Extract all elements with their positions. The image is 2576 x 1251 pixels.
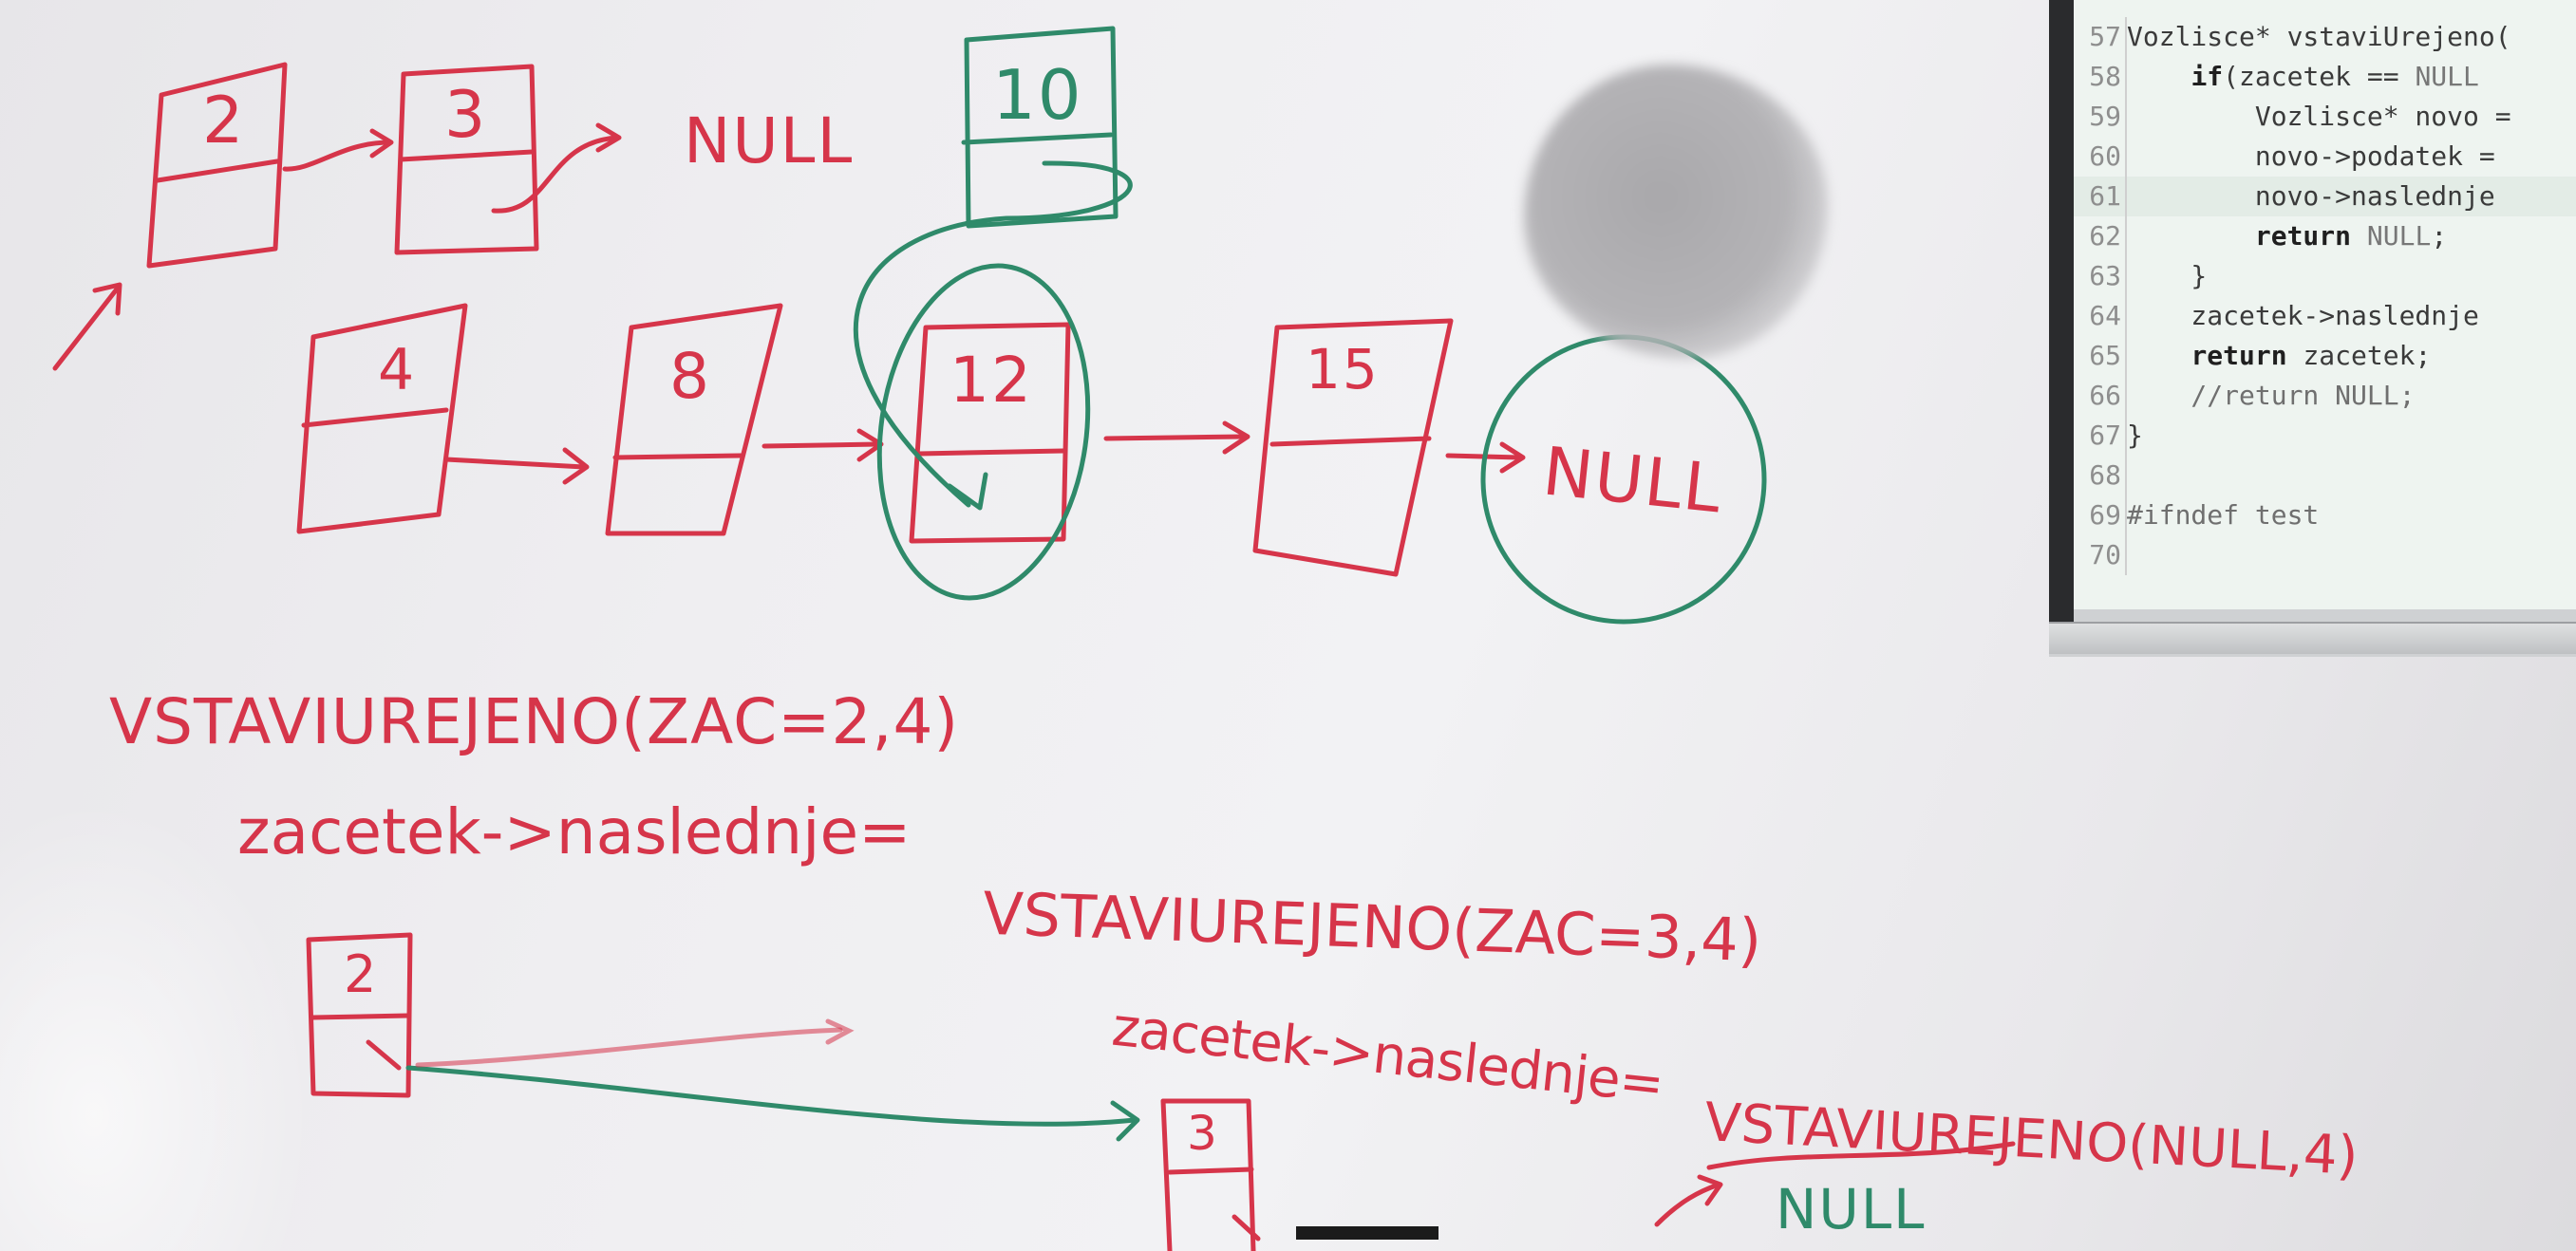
line-number: 61 <box>2074 177 2127 216</box>
line-number: 65 <box>2074 336 2127 376</box>
code-token: novo->naslednje <box>2127 180 2495 212</box>
code-token: zacetek->naslednje <box>2127 300 2479 331</box>
code-token: } <box>2127 260 2208 291</box>
node-box-15 <box>1252 318 1454 577</box>
code-line: 66 //return NULL; <box>2074 376 2576 416</box>
line-number: 68 <box>2074 456 2127 495</box>
code-token: if <box>2191 61 2224 92</box>
node-box-3-top <box>394 64 539 255</box>
code-token: Vozlisce* novo = <box>2127 101 2511 132</box>
null-label-top: NULL <box>684 104 855 177</box>
code-line: 61 novo->naslednje <box>2074 177 2576 216</box>
code-line: 63 } <box>2074 256 2576 296</box>
small-node-label-3: 3 <box>1187 1106 1219 1161</box>
node-label-12: 12 <box>950 344 1033 417</box>
code-token <box>2127 61 2191 92</box>
screen-frame <box>2049 0 2074 645</box>
blurred-object <box>1524 65 1828 359</box>
code-line: 64 zacetek->naslednje <box>2074 296 2576 336</box>
node-box-8 <box>605 303 783 536</box>
line-number: 67 <box>2074 416 2127 456</box>
code-token: #ifndef test <box>2127 499 2320 531</box>
line-number: 69 <box>2074 495 2127 535</box>
line-number: 66 <box>2074 376 2127 416</box>
line-number: 63 <box>2074 256 2127 296</box>
code-line: 62 return NULL; <box>2074 216 2576 256</box>
code-line: 65 return zacetek; <box>2074 336 2576 376</box>
code-line: 70 <box>2074 535 2576 575</box>
line-number: 62 <box>2074 216 2127 256</box>
code-token: ; <box>2431 220 2448 252</box>
code-token: return <box>2254 220 2352 252</box>
node-label-15: 15 <box>1306 337 1380 401</box>
node-box-12 <box>909 322 1071 544</box>
code-line: 69#ifndef test <box>2074 495 2576 535</box>
code-token: novo->podatek = <box>2127 140 2495 172</box>
code-token: NULL <box>2415 61 2479 92</box>
line-number: 70 <box>2074 535 2127 575</box>
screen-rail <box>2049 622 2576 654</box>
node-label-3-top: 3 <box>444 78 488 153</box>
code-token: Vozlisce* vstaviUrejeno( <box>2127 21 2511 52</box>
line-number: 60 <box>2074 137 2127 177</box>
code-token: return <box>2191 340 2287 371</box>
code-line: 67} <box>2074 416 2576 456</box>
code-token: //return NULL; <box>2127 380 2416 411</box>
code-token <box>2127 340 2191 371</box>
code-line: 60 novo->podatek = <box>2074 137 2576 177</box>
code-token <box>2127 220 2255 252</box>
line-number: 64 <box>2074 296 2127 336</box>
result-null: NULL <box>1776 1177 1927 1242</box>
node-box-10 <box>964 26 1119 229</box>
code-token <box>2351 220 2367 252</box>
small-node-label-2: 2 <box>344 944 379 1004</box>
node-label-4: 4 <box>378 337 417 403</box>
light-glare <box>0 797 313 1251</box>
code-token: (zacetek == <box>2223 61 2416 92</box>
highlight-circle-12 <box>876 263 1091 601</box>
node-box-4 <box>296 303 468 534</box>
node-label-10: 10 <box>992 55 1083 135</box>
code-token: zacetek; <box>2286 340 2432 371</box>
call-line-1: VSTAVIUREJENO(ZAC=2,4) <box>109 685 960 758</box>
code-line: 58 if(zacetek == NULL <box>2074 57 2576 97</box>
line-number: 59 <box>2074 97 2127 137</box>
node-label-8: 8 <box>669 340 711 413</box>
code-line: 59 Vozlisce* novo = <box>2074 97 2576 137</box>
line-number: 58 <box>2074 57 2127 97</box>
node-box-2-top <box>146 62 288 269</box>
assign-line-1: zacetek->naslednje= <box>237 795 912 868</box>
code-token: NULL <box>2366 220 2432 252</box>
small-node-box-3 <box>1160 1098 1256 1251</box>
line-number: 57 <box>2074 17 2127 57</box>
node-label-2-top: 2 <box>202 84 246 159</box>
code-token: } <box>2127 420 2143 451</box>
code-line: 68 <box>2074 456 2576 495</box>
